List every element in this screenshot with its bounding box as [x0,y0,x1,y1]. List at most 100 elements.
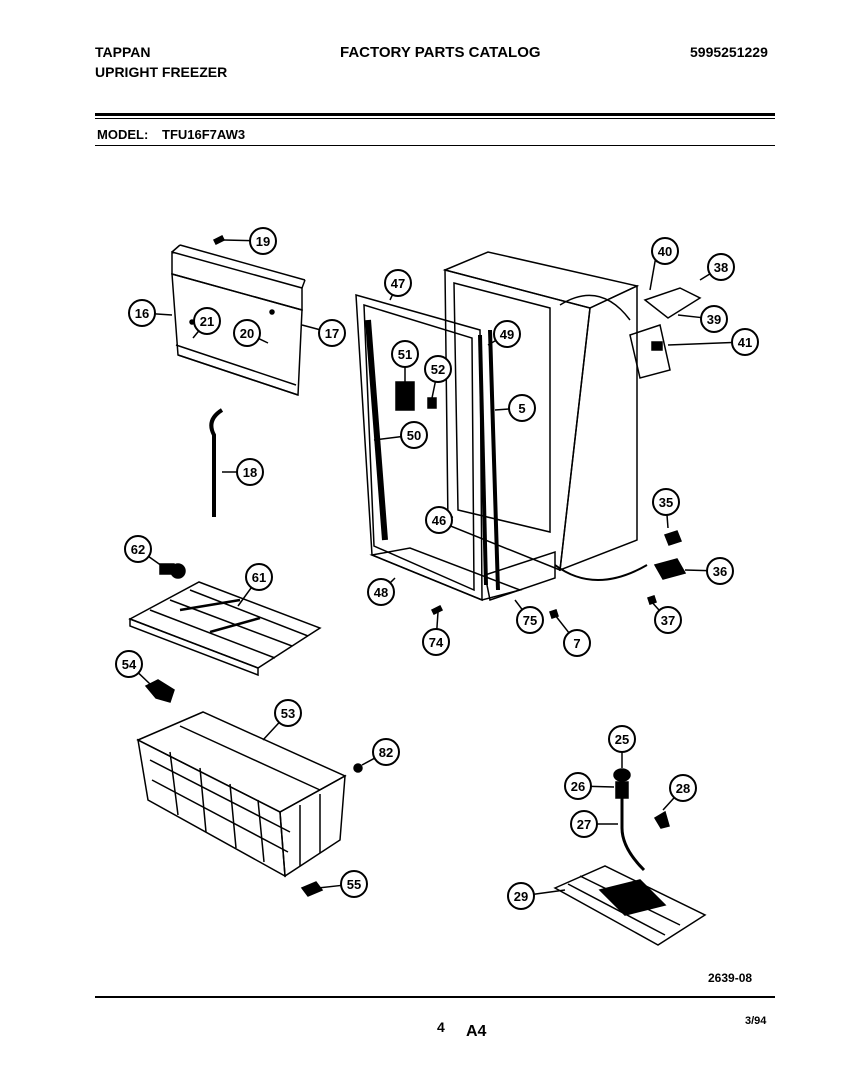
callout-circle-17 [318,319,346,347]
callout-label-54: 54 [122,657,137,672]
model-label: MODEL: [97,127,149,142]
callout-label-26: 26 [571,779,585,794]
callout-circle-20 [233,319,261,347]
plug-62-part [159,563,186,579]
callout-leader-62 [148,555,163,567]
drawing-code: 2639-08 [708,971,753,985]
thermostat-part [629,255,702,379]
callout-leader-7 [554,614,570,634]
callout-circle-29 [507,882,535,910]
callout-circle-54 [115,650,143,678]
callout-label-16: 16 [135,306,149,321]
bracket-55-part [300,881,324,897]
callout-label-21: 21 [200,314,214,329]
callout-label-61: 61 [252,570,266,585]
callout-label-48: 48 [374,585,388,600]
callout-leader-50 [373,435,402,441]
callout-label-46: 46 [432,513,446,528]
callout-circle-39 [700,305,728,333]
callout-circle-55 [340,870,368,898]
callout-label-27: 27 [577,817,591,832]
callout-circle-18 [236,458,264,486]
callout-label-47: 47 [391,276,405,291]
brand-name: TAPPAN [95,44,151,60]
callout-leader-38 [699,273,711,281]
callout-leader-17 [301,324,320,331]
callout-leader-75 [514,599,523,611]
clip-54-part [144,679,175,703]
callout-circle-38 [707,253,735,281]
callout-circle-28 [669,774,697,802]
callout-label-51: 51 [398,347,412,362]
top-bracket-part [171,244,306,397]
shelf-61-part [128,581,322,677]
callout-circle-47 [384,269,412,297]
callout-circle-25 [608,725,636,753]
wire-part [559,294,631,321]
callout-label-28: 28 [676,781,690,796]
callout-circle-40 [651,237,679,265]
callout-leader-48 [389,577,396,584]
clip-52-part [427,397,437,409]
callout-leader-37 [649,599,660,611]
callout-circle-5 [508,394,536,422]
callout-label-53: 53 [281,706,295,721]
catalog-title: FACTORY PARTS CATALOG [340,44,541,61]
rod-18-part [209,408,224,517]
callout-leader-16 [154,313,173,316]
drain-part [613,768,670,872]
callout-circle-49 [493,320,521,348]
callout-leader-54 [137,672,151,685]
product-name: UPRIGHT FREEZER [95,64,228,80]
callout-label-75: 75 [523,613,537,628]
callout-circle-48 [367,578,395,606]
callout-circle-36 [706,557,734,585]
callout-circle-37 [654,606,682,634]
callout-label-39: 39 [707,312,721,327]
callout-leader-74 [436,611,439,630]
callout-circle-19 [249,227,277,255]
callout-circle-62 [124,535,152,563]
callout-circle-53 [274,699,302,727]
callout-label-40: 40 [658,244,672,259]
callout-leader-26 [590,785,615,788]
callout-circle-21 [193,307,221,335]
callout-circle-26 [564,772,592,800]
screw-74-part [430,604,444,616]
header-rule-top [95,113,775,116]
callout-circle-16 [128,299,156,327]
callout-leader-35 [666,514,669,529]
callout-leader-49 [487,339,497,346]
callout-label-62: 62 [131,542,145,557]
callout-leader-53 [262,722,280,741]
callout-label-18: 18 [243,465,257,480]
cabinet-part [442,251,640,601]
callout-label-37: 37 [661,613,675,628]
callout-label-36: 36 [713,564,727,579]
wire-lower-part [554,564,648,581]
hinge-part [647,530,687,605]
callout-label-19: 19 [256,234,270,249]
callout-circle-27 [570,810,598,838]
part-number: 5995251229 [690,44,768,60]
header-rule-bottom [95,118,775,119]
callout-leader-41 [667,341,733,346]
callout-leader-21 [192,330,200,339]
callout-leader-61 [237,587,252,607]
screw-19-part [212,234,226,246]
callout-label-17: 17 [325,326,339,341]
callout-circle-41 [731,328,759,356]
callout-leader-55 [317,884,342,889]
callout-label-20: 20 [240,326,254,341]
callout-leader-19 [223,239,251,242]
callout-circle-7 [563,629,591,657]
drain-pan-part [553,865,707,946]
callout-leader-28 [662,797,675,811]
callout-circle-74 [422,628,450,656]
callout-label-52: 52 [431,362,445,377]
callout-circle-46 [425,506,453,534]
callout-label-82: 82 [379,745,393,760]
callout-label-55: 55 [347,877,361,892]
callout-label-35: 35 [659,495,673,510]
callout-leader-52 [431,381,437,399]
